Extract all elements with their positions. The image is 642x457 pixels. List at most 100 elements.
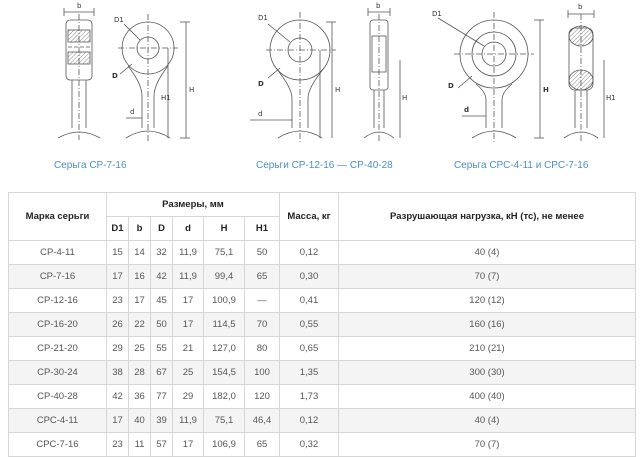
cell-h: 114,5 xyxy=(203,312,245,337)
cell-h: 75,1 xyxy=(203,408,245,433)
label-h: H xyxy=(543,86,549,94)
cell-mark: СРС-7-16 xyxy=(8,432,107,457)
cell-h1: 65 xyxy=(244,432,280,457)
header-load: Разрушающая нагрузка, кН (тс), не менее xyxy=(338,192,636,241)
label-d1: D1 xyxy=(258,14,268,22)
caption-fig1: Серьга СР-7-16 xyxy=(54,160,127,171)
label-h1: H1 xyxy=(402,94,407,102)
cell-d-small: 11,9 xyxy=(172,264,204,289)
cell-d-big: 57 xyxy=(150,432,173,457)
cell-load: 400 (40) xyxy=(338,384,636,409)
header-b: b xyxy=(128,216,151,241)
cell-h: 106,9 xyxy=(203,432,245,457)
specs-table: Марка серьги Размеры, мм Масса, кг Разру… xyxy=(8,192,636,457)
label-b: b xyxy=(376,2,381,10)
label-d-small: d xyxy=(464,106,469,114)
label-h: H xyxy=(335,86,340,94)
cell-mark: СР-21-20 xyxy=(8,336,107,361)
cell-mark: СР-12-16 xyxy=(8,288,107,313)
cell-d-big: 39 xyxy=(150,408,173,433)
table-row: СР-21-20 29 25 55 21 127,0 80 0,65 210 (… xyxy=(8,336,636,361)
cell-d1: 26 xyxy=(106,312,129,337)
header-mass: Масса, кг xyxy=(279,192,339,241)
label-d-big: D xyxy=(112,72,118,80)
cell-d-big: 42 xyxy=(150,264,173,289)
cell-h: 75,1 xyxy=(203,240,245,265)
cell-load: 40 (4) xyxy=(338,408,636,433)
table-row: СРС-7-16 23 11 57 17 106,9 65 0,32 70 (7… xyxy=(8,432,636,457)
drawings-area: b D1 D H H1 d Серьга СР-7-16 xyxy=(0,0,642,180)
label-b: b xyxy=(77,2,82,10)
label-d-small: d xyxy=(130,108,134,116)
cell-b: 36 xyxy=(128,384,151,409)
cell-d1: 23 xyxy=(106,288,129,313)
label-h1: H1 xyxy=(161,94,171,102)
cell-load: 70 (7) xyxy=(338,432,636,457)
cell-load: 160 (16) xyxy=(338,312,636,337)
cell-b: 14 xyxy=(128,240,151,265)
cell-d1: 29 xyxy=(106,336,129,361)
cell-mark: СР-7-16 xyxy=(8,264,107,289)
cell-mass: 0,30 xyxy=(279,264,339,289)
label-b: b xyxy=(578,3,583,11)
cell-d1: 17 xyxy=(106,264,129,289)
header-d1: D1 xyxy=(106,216,129,241)
cell-mark: СРС-4-11 xyxy=(8,408,107,433)
cell-h: 100,9 xyxy=(203,288,245,313)
cell-d-big: 67 xyxy=(150,360,173,385)
header-mark: Марка серьги xyxy=(8,192,107,241)
drawing-sr-12-16-40-28: D1 D b H H1 d Серьги СР-12-16 — СР-40-28 xyxy=(232,0,407,171)
header-h1: H1 xyxy=(244,216,280,241)
cell-mass: 0,65 xyxy=(279,336,339,361)
cell-d-small: 29 xyxy=(172,384,204,409)
cell-b: 22 xyxy=(128,312,151,337)
cell-d-small: 17 xyxy=(172,312,204,337)
cell-h: 127,0 xyxy=(203,336,245,361)
cell-mass: 0,55 xyxy=(279,312,339,337)
label-d-small: d xyxy=(258,110,262,118)
table-row: СР-40-28 42 36 77 29 182,0 120 1,73 400 … xyxy=(8,384,636,409)
cell-load: 40 (4) xyxy=(338,240,636,265)
cell-b: 40 xyxy=(128,408,151,433)
table-row: СРС-4-11 17 40 39 11,9 75,1 46,4 0,12 40… xyxy=(8,408,636,433)
cell-d1: 23 xyxy=(106,432,129,457)
table-row: СР-30-24 38 28 67 25 154,5 100 1,35 300 … xyxy=(8,360,636,385)
cell-d1: 42 xyxy=(106,384,129,409)
cell-h1: 70 xyxy=(244,312,280,337)
label-d-big: D xyxy=(258,80,264,88)
cell-b: 11 xyxy=(128,432,151,457)
cell-b: 28 xyxy=(128,360,151,385)
caption-fig2: Серьги СР-12-16 — СР-40-28 xyxy=(256,160,393,171)
cell-load: 210 (21) xyxy=(338,336,636,361)
cell-d-small: 11,9 xyxy=(172,240,204,265)
cell-d-small: 25 xyxy=(172,360,204,385)
cell-mark: СР-4-11 xyxy=(8,240,107,265)
label-d-big: D xyxy=(448,82,454,90)
cell-load: 70 (7) xyxy=(338,264,636,289)
table-row: СР-12-16 23 17 45 17 100,9 — 0,41 120 (1… xyxy=(8,288,636,313)
cell-mark: СР-16-20 xyxy=(8,312,107,337)
cell-h: 154,5 xyxy=(203,360,245,385)
cell-h: 182,0 xyxy=(203,384,245,409)
cell-d-big: 77 xyxy=(150,384,173,409)
cell-mass: 1,73 xyxy=(279,384,339,409)
cell-d-small: 11,9 xyxy=(172,408,204,433)
header-h: H xyxy=(203,216,245,241)
cell-h: 99,4 xyxy=(203,264,245,289)
cell-d-small: 17 xyxy=(172,432,204,457)
cell-b: 17 xyxy=(128,288,151,313)
label-d1: D1 xyxy=(114,16,124,24)
cell-d-big: 32 xyxy=(150,240,173,265)
label-h: H xyxy=(189,86,194,94)
cell-b: 16 xyxy=(128,264,151,289)
cell-mark: СР-40-28 xyxy=(8,384,107,409)
drawing-sr-7-16: b D1 D H H1 d Серьга СР-7-16 xyxy=(40,0,200,171)
cell-load: 120 (12) xyxy=(338,288,636,313)
cell-h1: 100 xyxy=(244,360,280,385)
cell-b: 25 xyxy=(128,336,151,361)
label-d1: D1 xyxy=(432,10,442,18)
cell-d1: 17 xyxy=(106,408,129,433)
cell-mass: 0,12 xyxy=(279,240,339,265)
cell-d-big: 55 xyxy=(150,336,173,361)
cell-h1: 80 xyxy=(244,336,280,361)
